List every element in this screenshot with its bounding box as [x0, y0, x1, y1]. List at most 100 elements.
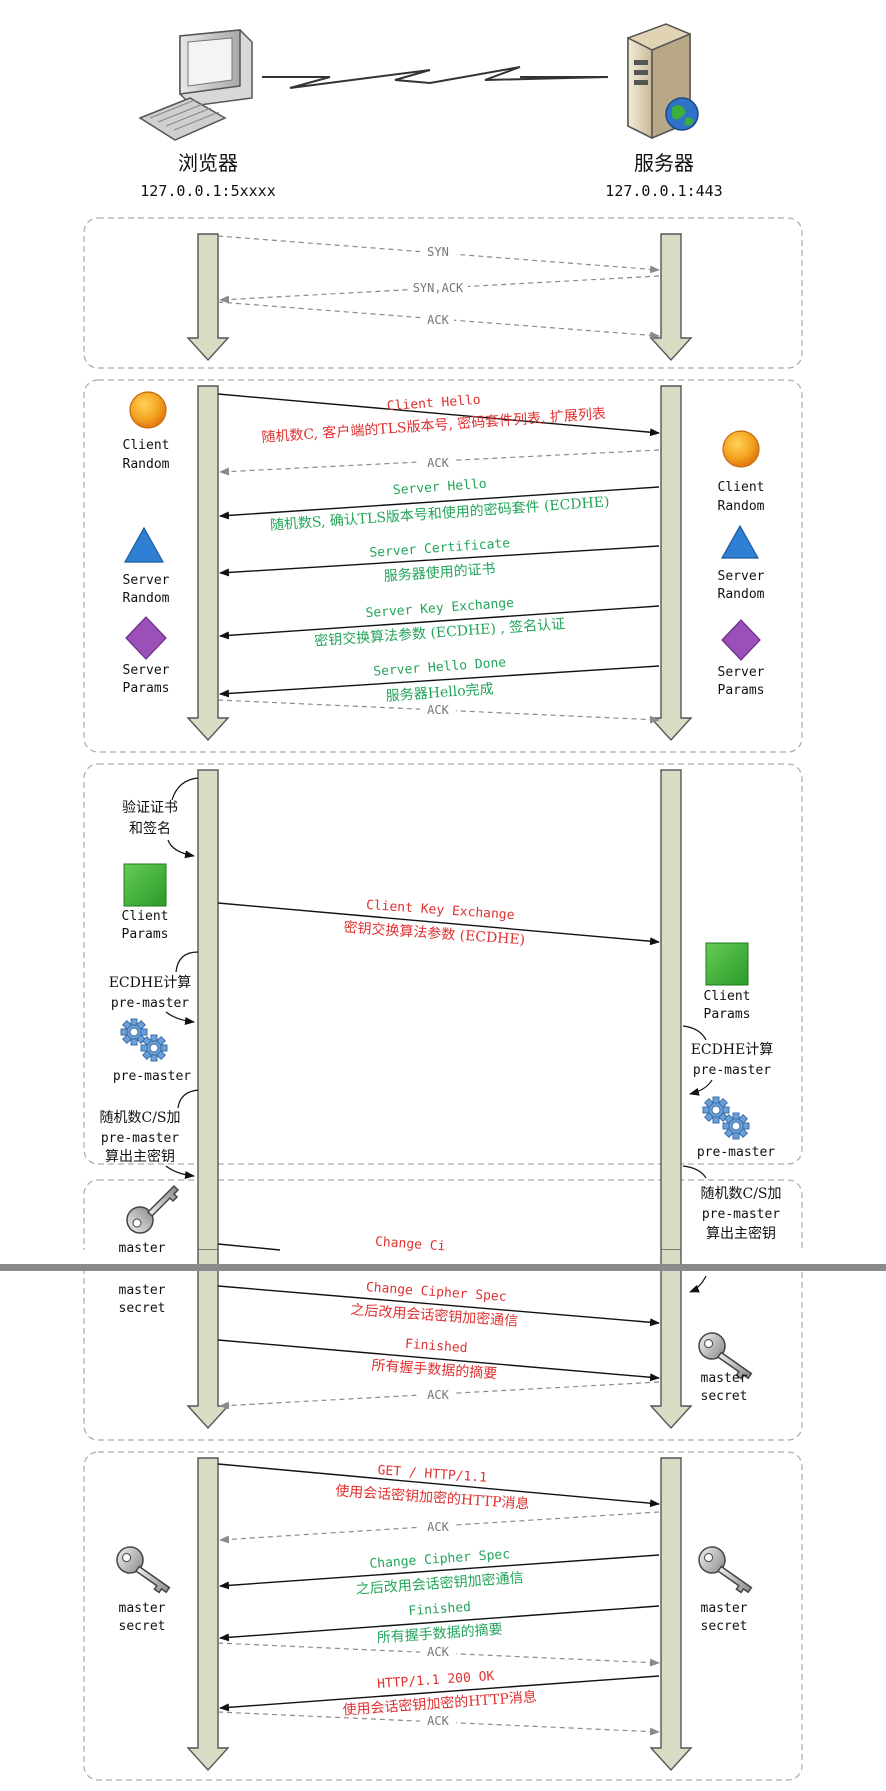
verify-cert-label-2: 和签名 [129, 820, 171, 837]
verify-cert-label: 验证证书 [122, 800, 178, 816]
change-cipher-label-top: Change Ci [375, 1235, 446, 1255]
http-get-arrow [217, 1463, 660, 1508]
server-hello-done-label: Server Hello Done [373, 655, 507, 679]
client-params-label-left-2: Params [122, 927, 169, 942]
server-hello-arrow [219, 486, 660, 520]
master-secret-label-left-bottom: master [119, 1283, 166, 1298]
server-random-label-right-2: Random [718, 587, 765, 602]
server-lifeline-4 [649, 1269, 693, 1430]
app-ack1-label: ACK [427, 1520, 449, 1534]
master-key-icon-app-right [696, 1540, 753, 1601]
server-params-label-right: Server [718, 665, 765, 680]
client-params-label-right-2: Params [704, 1007, 751, 1022]
master-compute-label-right-2: pre-master [702, 1207, 780, 1222]
server-globe-icon [627, 23, 699, 140]
screenshot-separator [0, 1264, 886, 1271]
server-lifeline-1 [649, 233, 693, 362]
server-finished-arrow [219, 1605, 660, 1642]
client-lifeline-4 [186, 1269, 230, 1430]
master-label-left-top: master [119, 1241, 166, 1256]
master-key-icon-left-top [126, 1185, 179, 1234]
finished-label: Finished [404, 1337, 468, 1356]
client-params-icon-right [705, 942, 749, 986]
browser-address: 127.0.0.1:5xxxx [140, 182, 275, 200]
client-lifeline-2 [186, 385, 230, 742]
master-compute-label-left-2: pre-master [101, 1131, 179, 1146]
tcp-synack-label: SYN,ACK [413, 281, 464, 295]
client-params-icon-left [123, 863, 167, 907]
change-cipher-arrow [217, 1285, 660, 1327]
server-finished-desc: 所有握手数据的摘要 [376, 1621, 503, 1647]
server-certificate-arrow [219, 545, 660, 577]
hello-ack-label: ACK [427, 456, 449, 470]
server-random-icon-left [123, 526, 165, 563]
client-random-label-right-2: Random [718, 499, 765, 514]
gears-icon-right [702, 1096, 750, 1140]
master-compute-label-right-3: 算出主密钥 [706, 1225, 776, 1242]
server-params-label-left: Server [123, 663, 170, 678]
master-compute-label-left-3: 算出主密钥 [105, 1148, 175, 1165]
server-random-label-right: Server [718, 569, 765, 584]
master-secret-label-app-left: master [119, 1601, 166, 1616]
server-hello-done-desc: 服务器Hello完成 [385, 681, 494, 704]
server-change-cipher-arrow [219, 1554, 660, 1590]
client-hello-label: Client Hello [386, 393, 481, 415]
key-exchange-panel-top [83, 763, 803, 1165]
master-key-icon-app-left [114, 1540, 171, 1601]
server-lifeline-5 [649, 1457, 693, 1772]
keyex-ack-label: ACK [427, 1388, 449, 1402]
server-address: 127.0.0.1:443 [605, 182, 722, 200]
finished-desc: 所有握手数据的摘要 [371, 1357, 498, 1383]
application-data-panel [83, 1451, 803, 1781]
server-finished-label: Finished [408, 1600, 472, 1619]
server-random-icon-right [720, 524, 760, 559]
change-cipher-desc: 之后改用会话密钥加密通信 [350, 1301, 519, 1330]
ecdhe-compute-label-right: ECDHE计算 [691, 1042, 774, 1058]
premaster-label-left: pre-master [113, 1069, 191, 1084]
client-hello-desc: 随机数C, 客户端的TLS版本号, 密码套件列表, 扩展列表 [261, 405, 606, 446]
server-hello-desc: 随机数S, 确认TLS版本号和使用的密码套件 (ECDHE) [269, 493, 610, 534]
premaster-label-right: pre-master [697, 1145, 775, 1160]
key-exchange-panel-bottom [83, 1179, 803, 1441]
server-certificate-desc: 服务器使用的证书 [383, 560, 496, 585]
ecdhe-compute-label-right-2: pre-master [693, 1063, 771, 1078]
master-compute-label-left: 随机数C/S加 [99, 1110, 180, 1126]
client-params-label-right: Client [704, 989, 751, 1004]
client-lifeline-5 [186, 1457, 230, 1772]
server-hello-done-arrow [219, 665, 660, 698]
master-secret-label-app-left-2: secret [119, 1619, 166, 1634]
master-secret-label-left-bottom-2: secret [119, 1301, 166, 1316]
tcp-syn-arrow [217, 235, 660, 274]
server-random-label-left-2: Random [123, 591, 170, 606]
master-compute-label-right: 随机数C/S加 [700, 1186, 781, 1202]
http-get-label: GET / HTTP/1.1 [377, 1463, 487, 1486]
client-params-label-left: Client [122, 909, 169, 924]
server-hello-label: Server Hello [392, 477, 487, 499]
server-params-label-left-2: Params [123, 681, 170, 696]
client-random-label-left-2: Random [123, 457, 170, 472]
client-key-exchange-label: Client Key Exchange [366, 898, 516, 923]
client-random-icon-right [722, 430, 760, 468]
server-params-icon-left [125, 616, 167, 660]
tcp-syn-label: SYN [427, 245, 449, 259]
tcp-ack-label: ACK [427, 313, 449, 327]
client-key-exchange-desc: 密钥交换算法参数 (ECDHE) [343, 919, 526, 949]
client-lifeline-3 [197, 769, 219, 1251]
client-random-label-right: Client [718, 480, 765, 495]
server-change-cipher-desc: 之后改用会话密钥加密通信 [355, 1569, 524, 1598]
server-random-label-left: Server [123, 573, 170, 588]
hello-ack2-label: ACK [427, 703, 449, 717]
server-lifeline-2 [649, 385, 693, 742]
app-ack3-label: ACK [427, 1714, 449, 1728]
server-change-cipher-label: Change Cipher Spec [369, 1547, 511, 1572]
change-cipher-label: Change Cipher Spec [365, 1280, 507, 1305]
master-secret-label-right-2: secret [701, 1389, 748, 1404]
finished-arrow [217, 1339, 660, 1382]
gears-icon-left [120, 1018, 168, 1062]
client-lifeline-1 [186, 233, 230, 362]
tcp-handshake-panel [83, 217, 803, 369]
verify-cert-bracket [171, 777, 199, 801]
server-lifeline-3 [660, 769, 682, 1251]
ecdhe-compute-label-left: ECDHE计算 [109, 975, 192, 991]
